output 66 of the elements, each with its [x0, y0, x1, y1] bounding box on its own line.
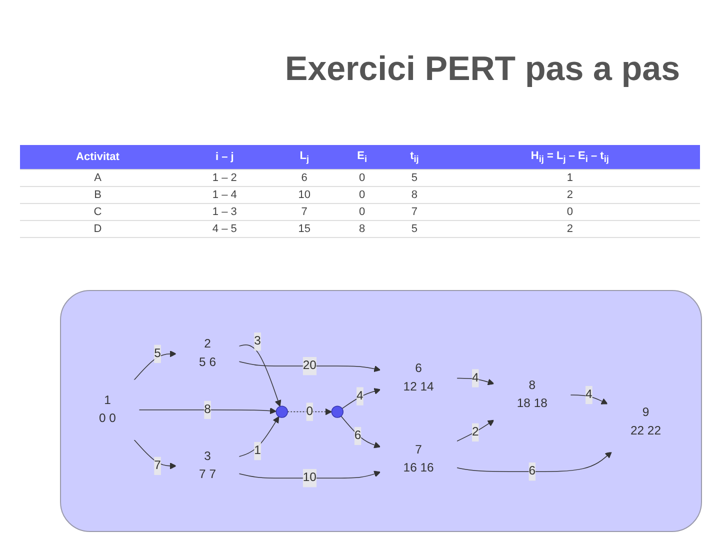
table-cell: B [20, 186, 176, 204]
table-cell: 1 – 3 [176, 204, 274, 221]
table-cell: D [20, 220, 176, 238]
node-text: 3 7 7 [199, 450, 216, 482]
edge-label: 10 [302, 471, 316, 484]
column-header: Activitat [20, 145, 176, 170]
table-cell: C [20, 204, 176, 221]
edge-label: 6 [528, 464, 536, 478]
table-cell: 1 – 2 [176, 170, 274, 187]
arrow [134, 439, 176, 470]
edge-label: 7 [154, 459, 161, 472]
arrow [238, 416, 280, 458]
edge-label: 2 [472, 426, 479, 439]
table-cell: 0 [440, 204, 700, 221]
table-cell: 1 [440, 170, 700, 187]
edge-label: 1 [254, 444, 261, 458]
column-header: L$_{j}$ [274, 145, 335, 170]
node-text: 2 5 6 [199, 338, 216, 370]
node-circle [331, 406, 344, 418]
node-text: 7 16 16 [403, 444, 434, 475]
table-cell: 0 [334, 186, 390, 204]
arrow [340, 416, 381, 448]
edge-label: 3 [254, 334, 261, 348]
arrow [456, 420, 494, 442]
edge-label: 8 [204, 403, 211, 416]
column-header: t$_{ij}$ [389, 145, 440, 170]
table-cell: 2 [440, 186, 700, 204]
edge-label: 4 [356, 390, 364, 402]
table-cell: 7 [274, 204, 335, 221]
column-header: E$_{i}$ [334, 145, 390, 170]
edge-label: 5 [154, 347, 161, 360]
table-cell: 5 [389, 170, 440, 187]
table-cell: 1 – 4 [176, 186, 274, 204]
column-header: i – j [176, 145, 274, 170]
node-text: 1 0 0 [99, 394, 116, 426]
table-cell: 6 [274, 170, 335, 187]
arrow [342, 388, 381, 410]
arrow [238, 344, 282, 407]
table-cell: 5 [389, 220, 440, 238]
table-cell: 0 [334, 204, 390, 221]
edge-label: 4 [586, 388, 592, 402]
edge-label: 0 [306, 405, 314, 418]
arrow [456, 452, 612, 472]
node-text: 8 18 18 [516, 379, 548, 410]
table-cell: 2 [440, 220, 700, 238]
arrow [138, 408, 276, 414]
table-cell: 4 – 5 [176, 220, 274, 238]
table-cell: 8 [334, 220, 390, 238]
node-text: 9 22 22 [630, 406, 661, 438]
arrow [238, 361, 381, 372]
arrow [134, 350, 176, 381]
arrow [287, 408, 332, 416]
table-cell: 10 [274, 186, 335, 204]
arrow [238, 470, 381, 479]
edge-label: 4 [472, 371, 479, 384]
column-header: H$_{ij}$ = L$_{j}$ – E$_{i}$ – t$_{ij}$ [440, 145, 700, 170]
edge-label: 20 [302, 359, 316, 372]
table-cell: 0 [334, 170, 390, 187]
edge-label: 6 [354, 429, 362, 442]
node-text: 6 12 14 [403, 362, 434, 394]
table-cell: 15 [274, 220, 335, 238]
table-cell: 7 [389, 204, 440, 221]
table-cell: A [20, 170, 176, 187]
table-cell: 8 [389, 186, 440, 204]
slide-title: Exercici PERT pas a pas [285, 50, 680, 89]
node-circle [276, 406, 288, 418]
